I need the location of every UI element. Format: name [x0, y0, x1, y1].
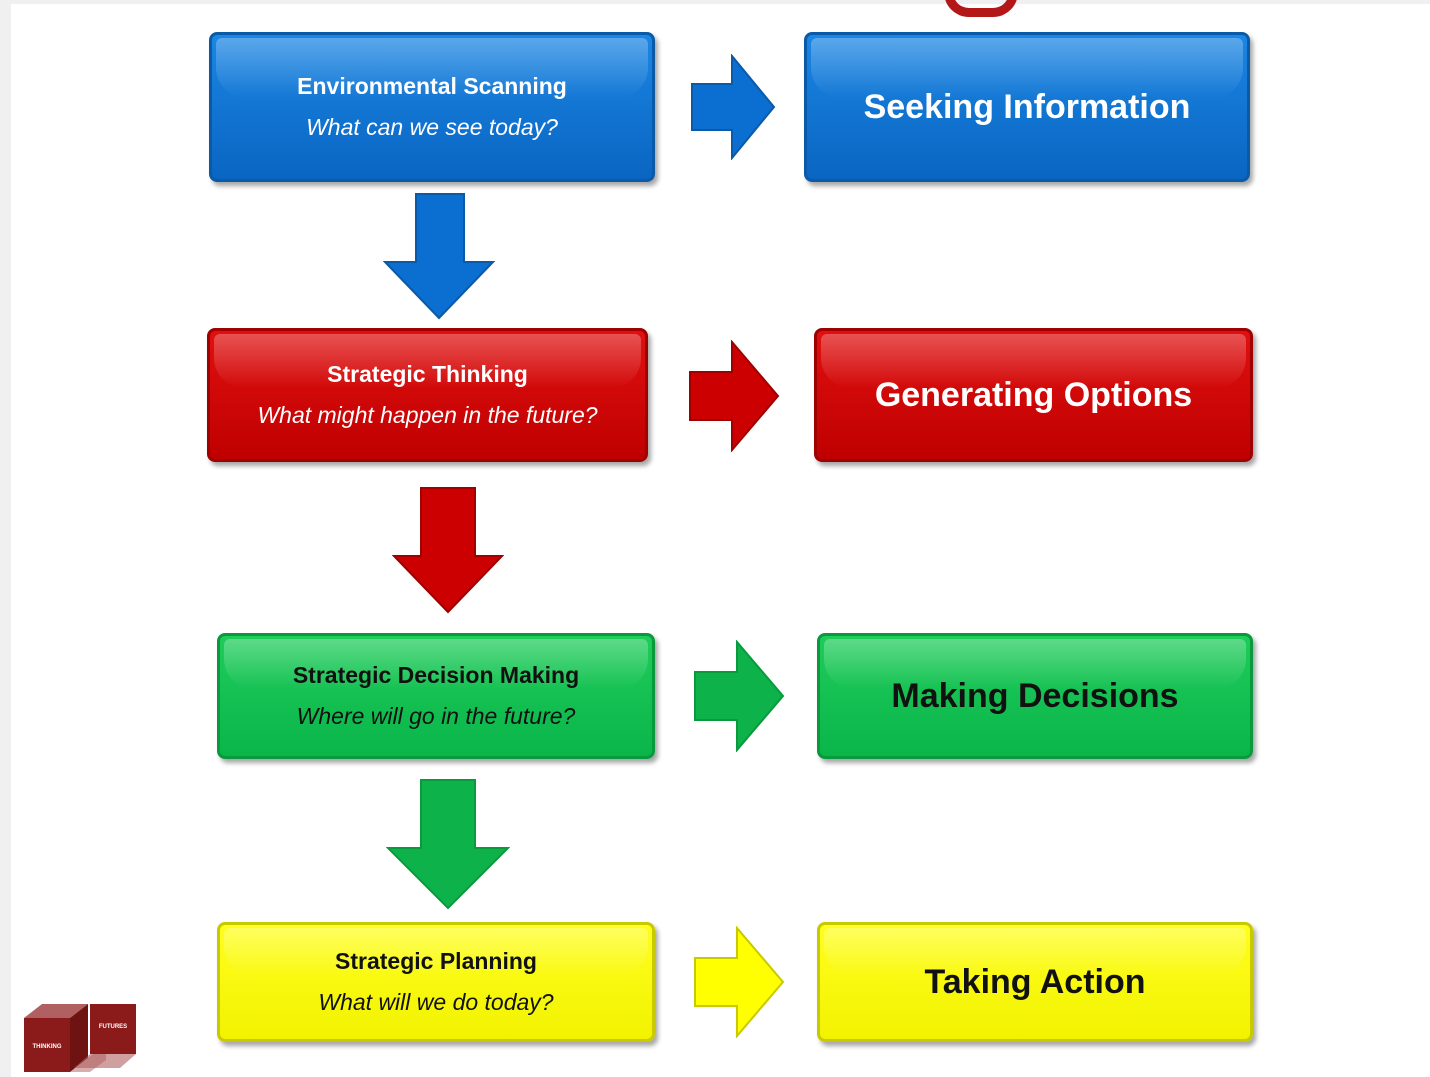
box-title: Strategic Thinking	[327, 361, 528, 387]
futures-thinking-logo: FUTURES THINKING	[24, 1004, 136, 1072]
strategic-thinking-box: Strategic Thinking What might happen in …	[207, 328, 648, 462]
box-question: What will we do today?	[318, 989, 554, 1015]
generating-options-box: Generating Options	[814, 328, 1253, 462]
right-arrow-icon	[694, 926, 785, 1038]
box-question: Where will go in the future?	[296, 703, 576, 729]
right-arrow-icon	[694, 640, 785, 752]
making-decisions-box: Making Decisions	[817, 633, 1253, 759]
taking-action-box: Taking Action	[817, 922, 1253, 1042]
right-arrow-icon	[691, 54, 776, 160]
box-title: Strategic Planning	[335, 948, 537, 974]
logo-word-top: FUTURES	[99, 1024, 127, 1030]
box-label: Seeking Information	[863, 87, 1191, 126]
logo-word-bottom: THINKING	[33, 1044, 62, 1050]
box-question: What can we see today?	[306, 114, 558, 140]
title-fragment	[944, 0, 1018, 17]
right-arrow-icon	[689, 340, 780, 452]
box-title: Environmental Scanning	[297, 73, 567, 99]
box-question: What might happen in the future?	[257, 402, 598, 428]
down-arrow-icon	[383, 193, 495, 320]
seeking-information-box: Seeking Information	[804, 32, 1250, 182]
box-title: Strategic Decision Making	[292, 662, 580, 688]
box-label: Taking Action	[924, 962, 1146, 1001]
strategic-decision-making-box: Strategic Decision Making Where will go …	[217, 633, 655, 759]
box-label: Making Decisions	[891, 676, 1179, 715]
box-label: Generating Options	[874, 375, 1193, 414]
down-arrow-icon	[386, 779, 510, 910]
left-band	[0, 0, 11, 1077]
top-band	[0, 0, 1430, 4]
environmental-scanning-box: Environmental Scanning What can we see t…	[209, 32, 655, 182]
down-arrow-icon	[392, 487, 504, 614]
strategic-planning-box: Strategic Planning What will we do today…	[217, 922, 655, 1042]
